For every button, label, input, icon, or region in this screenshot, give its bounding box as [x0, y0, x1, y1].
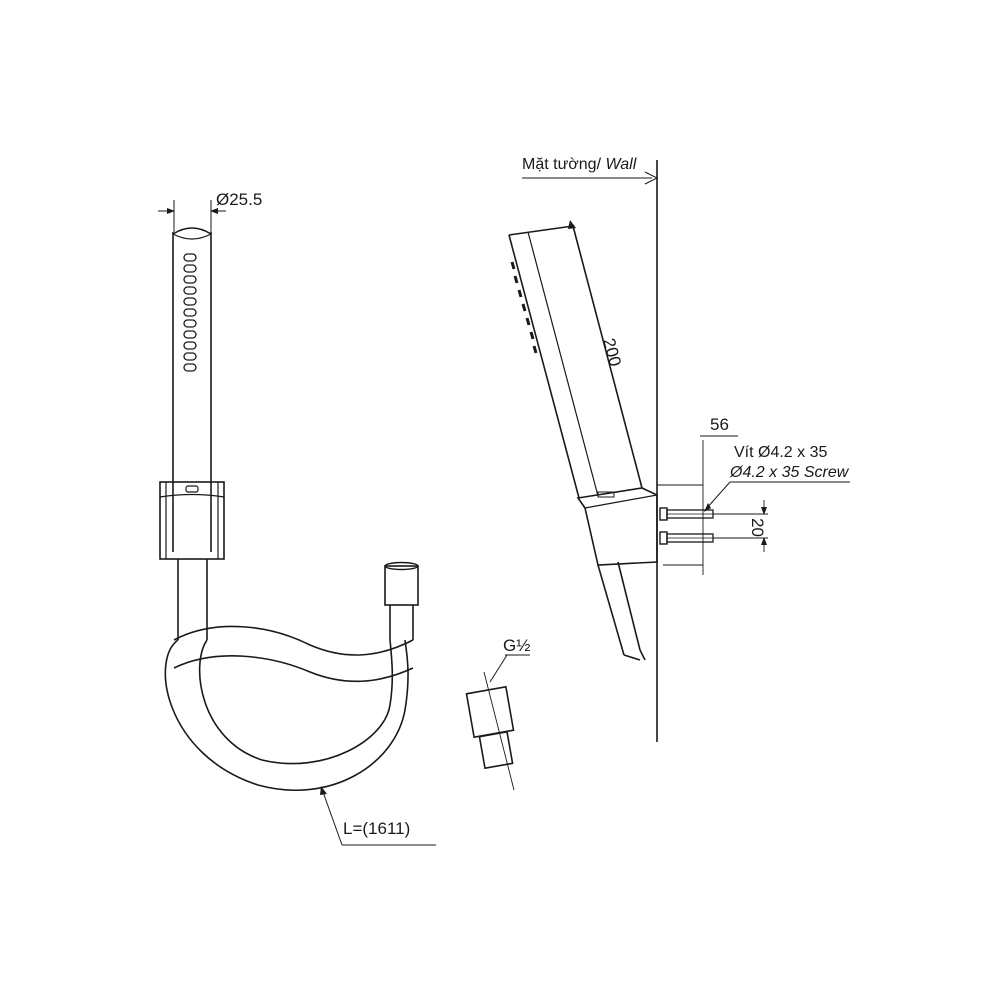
- screw-label-en: Ø4.2 x 35 Screw: [729, 464, 850, 481]
- hand-shower-front-view: Ø25.5: [158, 190, 262, 640]
- wall-bracket-front: [159, 481, 225, 560]
- spacing-label: 20: [748, 518, 767, 537]
- diameter-label: Ø25.5: [216, 190, 262, 209]
- side-nozzles: [510, 261, 538, 354]
- screw-label-vi: Vít Ø4.2 x 35: [734, 444, 827, 461]
- shower-hose: L=(1611): [164, 561, 436, 846]
- wall-screws: [659, 507, 714, 545]
- offset-label: 56: [710, 415, 729, 434]
- wall-label: Mặt tường/ Wall: [522, 156, 637, 173]
- side-view: Mặt tường/ Wall 200: [508, 156, 850, 742]
- thread-label: G½: [503, 636, 530, 655]
- hose-length-label: L=(1611): [343, 819, 410, 838]
- length-label: 200: [599, 336, 625, 368]
- g-half-connector: G½: [465, 636, 530, 791]
- spray-nozzles: [183, 253, 197, 372]
